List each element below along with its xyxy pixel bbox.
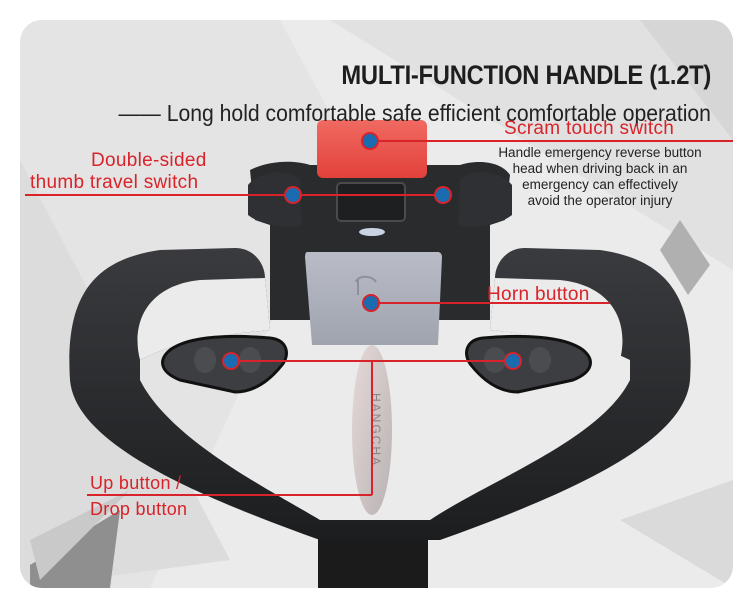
thumb-switch-right-marker (434, 186, 452, 204)
horn-button-label: Horn button (487, 284, 590, 305)
description-line: avoid the operator injury (527, 193, 673, 208)
description-line: Handle emergency reverse button (498, 145, 702, 160)
horn-button-marker (362, 294, 380, 312)
up-button-label: Up button / (90, 473, 182, 493)
description-line: head when driving back in an (512, 161, 688, 176)
thumb-switch-label-line1: Double-sided (91, 150, 207, 171)
drop-button-marker (504, 352, 522, 370)
scram-switch-description: Handle emergency reverse button head whe… (475, 145, 725, 209)
page-subtitle: —— Long hold comfortable safe efficient … (118, 100, 711, 126)
page-title: MULTI-FUNCTION HANDLE (1.2T) (341, 60, 711, 90)
scram-switch-label: Scram touch switch (504, 118, 675, 139)
thumb-switch-label-line2: thumb travel switch (30, 172, 199, 193)
thumb-switch-left-marker (284, 186, 302, 204)
scram-switch-marker (361, 132, 379, 150)
up-button-marker (222, 352, 240, 370)
description-line: emergency can effectively (522, 177, 678, 192)
product-feature-card: HANGCHA MULTI-FUNCTION HANDLE (1.2T) —— … (20, 20, 733, 588)
drop-button-label: Drop button (90, 499, 188, 519)
